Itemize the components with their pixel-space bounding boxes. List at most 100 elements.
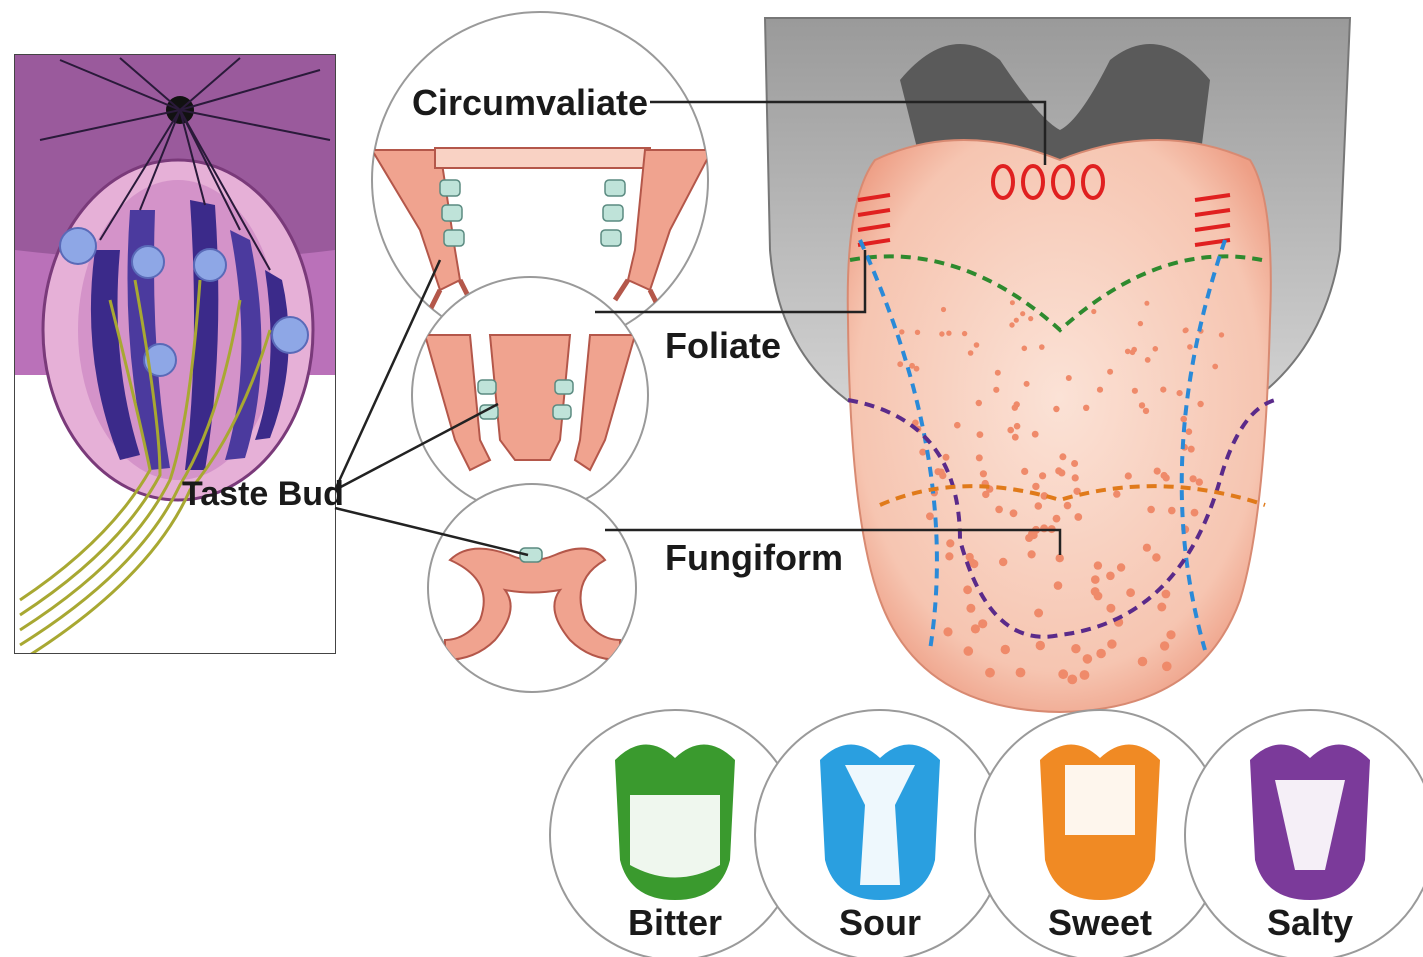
- papilla-dot: [926, 512, 934, 520]
- papilla-dot: [1188, 446, 1195, 453]
- fungiform-papilla-view: Fungiform: [428, 484, 843, 692]
- papilla-dot: [1117, 563, 1125, 571]
- papilla-dot: [1054, 581, 1063, 590]
- papilla-dot: [1187, 344, 1193, 350]
- papilla-dot: [1071, 460, 1078, 467]
- papilla-dot: [1024, 381, 1030, 387]
- papilla-dot: [919, 449, 926, 456]
- label-foliate: Foliate: [665, 325, 781, 366]
- papilla-dot: [938, 469, 945, 476]
- papilla-dot: [1157, 603, 1166, 612]
- papilla-dot: [1125, 349, 1131, 355]
- papilla-dot: [1160, 387, 1166, 393]
- papilla-dot: [1021, 468, 1028, 475]
- papilla-dot: [1138, 321, 1143, 326]
- papilla-dot: [964, 646, 974, 656]
- papilla-dot: [1055, 467, 1062, 474]
- papilla-dot: [1032, 431, 1039, 438]
- taste-zone-label: Bitter: [628, 902, 722, 943]
- papilla-dot: [941, 307, 946, 312]
- papilla-dot: [1010, 300, 1015, 305]
- tongue-illustration: [765, 18, 1350, 712]
- papilla-dot: [1130, 350, 1136, 356]
- mini-tongue-inner: [630, 795, 720, 878]
- mini-tongue-inner: [1065, 765, 1135, 835]
- papilla-dot: [1097, 387, 1103, 393]
- papilla-dot: [1083, 405, 1089, 411]
- papilla-dot: [1162, 662, 1172, 672]
- label-taste-bud: Taste Bud: [182, 475, 344, 513]
- papilla-dot: [1091, 309, 1096, 314]
- papilla-dot: [1001, 645, 1010, 654]
- papilla-dot: [1035, 502, 1043, 510]
- papilla-dot: [1014, 423, 1021, 430]
- papilla-dot: [946, 331, 951, 336]
- papilla-dot: [1190, 475, 1197, 482]
- papilla-dot: [1153, 346, 1159, 352]
- papilla-dot: [1183, 327, 1188, 332]
- papilla-dot: [1056, 554, 1064, 562]
- papilla-dot: [943, 627, 952, 636]
- papilla-dot: [1034, 609, 1043, 618]
- papilla-dot: [1143, 408, 1149, 414]
- taste-zone-sour: Sour: [755, 710, 1005, 957]
- papilla-dot: [1096, 649, 1106, 659]
- taste-zone-salty: Salty: [1185, 710, 1423, 957]
- papilla-dot: [1091, 587, 1100, 596]
- label-fungiform: Fungiform: [665, 537, 843, 578]
- papilla-dot: [1083, 654, 1093, 664]
- papilla-dot: [1138, 657, 1148, 667]
- papilla-dot: [1009, 322, 1014, 327]
- papilla-dot: [980, 470, 987, 477]
- papilla-dot: [1028, 316, 1033, 321]
- papilla-dot: [1143, 544, 1151, 552]
- papilla-dot: [962, 331, 967, 336]
- papilla-dot: [995, 370, 1001, 376]
- papilla-dot: [977, 431, 984, 438]
- papilla-dot: [1152, 553, 1160, 561]
- papilla-dot: [976, 454, 983, 461]
- papilla-dot: [995, 506, 1003, 514]
- papilla-dot: [999, 558, 1007, 566]
- papilla-dot: [1022, 346, 1028, 352]
- papilla-dot: [1168, 507, 1176, 515]
- label-circumvaliate: Circumvaliate: [412, 82, 648, 123]
- taste-zone-label: Salty: [1267, 902, 1353, 943]
- papilla-dot: [1113, 490, 1120, 497]
- papilla-dot: [1125, 472, 1132, 479]
- papilla-dot: [954, 422, 961, 429]
- papilla-dot: [1014, 318, 1019, 323]
- papilla-dot: [1036, 641, 1045, 650]
- papilla-dot: [1180, 416, 1187, 423]
- papilla-dot: [966, 553, 974, 561]
- papilla-dot: [1145, 357, 1151, 363]
- papilla-dot: [1053, 515, 1061, 523]
- papilla-dot: [939, 331, 944, 336]
- papilla-dot: [1059, 453, 1066, 460]
- papilla-dot: [1028, 550, 1036, 558]
- papilla-dot: [1007, 427, 1014, 434]
- papilla-dot: [946, 539, 954, 547]
- papilla-dot: [915, 330, 920, 335]
- papilla-dot: [1126, 588, 1135, 597]
- papilla-dot: [974, 342, 980, 348]
- papilla-dot: [1039, 344, 1045, 350]
- papilla-dot: [1197, 401, 1203, 407]
- papilla-dot: [978, 619, 987, 628]
- papilla-dot: [993, 387, 999, 393]
- papilla-dot: [1139, 402, 1145, 408]
- papilla-dot: [1219, 332, 1224, 337]
- papilla-dot: [1064, 502, 1072, 510]
- papilla-dot: [1053, 406, 1059, 412]
- papilla-dot: [1080, 670, 1090, 680]
- papilla-dot: [1058, 669, 1068, 679]
- papilla-dot: [1025, 534, 1033, 542]
- taste-bud-panel: [15, 55, 335, 660]
- papilla-dot: [1196, 478, 1203, 485]
- papilla-dot: [963, 585, 972, 594]
- taste-zone-label: Sweet: [1048, 902, 1152, 943]
- papilla-dot: [1094, 561, 1102, 569]
- papilla-dot: [1106, 572, 1115, 581]
